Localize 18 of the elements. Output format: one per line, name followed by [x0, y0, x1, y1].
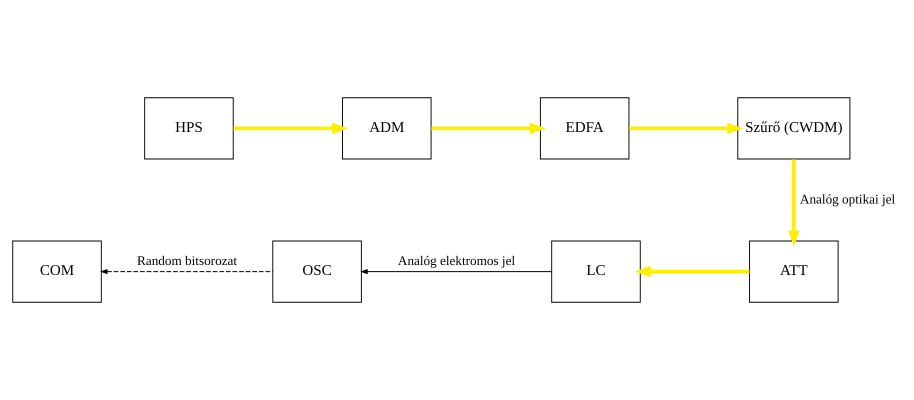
arrow — [788, 159, 800, 247]
edge-label: Analóg optikai jel — [800, 191, 896, 206]
arrow — [634, 266, 750, 278]
node-box: Szűrő (CWDM) — [737, 97, 850, 160]
node-box: COM — [12, 240, 102, 303]
node-box: LC — [551, 240, 641, 303]
node-box: ADM — [342, 97, 432, 160]
arrow — [629, 122, 744, 134]
edge-label: Analóg elektromos jel — [398, 253, 516, 268]
edge-label: Random bitsorozat — [137, 253, 238, 268]
node-box: HPS — [144, 97, 234, 160]
node-box: EDFA — [540, 97, 630, 160]
node-box: OSC — [272, 240, 362, 303]
node-box: ATT — [749, 240, 839, 303]
arrow — [233, 122, 348, 134]
arrow — [431, 122, 546, 134]
arrow — [360, 268, 552, 274]
arrow — [100, 268, 273, 274]
